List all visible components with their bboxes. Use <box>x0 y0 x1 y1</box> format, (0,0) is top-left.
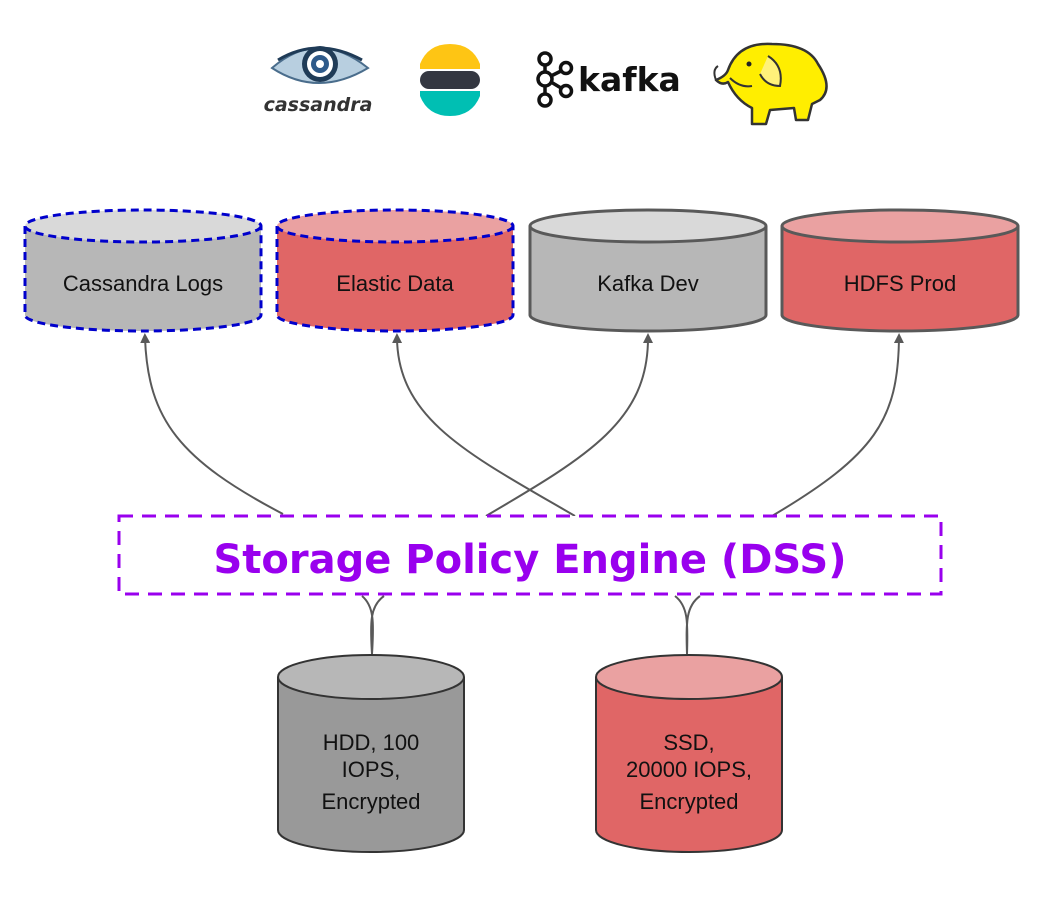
kafka-logo: kafka <box>536 51 681 108</box>
volume-kafka-dev: Kafka Dev <box>528 208 768 333</box>
pool-label-line: SSD, <box>663 730 714 755</box>
pool-label-line: 20000 IOPS, <box>626 757 752 782</box>
pool-ssd: SSD, 20000 IOPS, Encrypted <box>595 654 783 853</box>
volume-label: Kafka Dev <box>597 271 699 296</box>
cassandra-logo: cassandra <box>264 46 373 116</box>
connector-to-hdd-pool <box>361 595 385 655</box>
engine-to-volume-arrows <box>140 333 904 517</box>
arrow-to-elastic-data <box>392 333 576 517</box>
hadoop-logo <box>713 42 828 126</box>
volume-label: HDFS Prod <box>844 271 956 296</box>
volume-elastic-data: Elastic Data <box>275 208 515 333</box>
storage-policy-engine: Storage Policy Engine (DSS) <box>117 514 943 596</box>
volume-cassandra-logs: Cassandra Logs <box>23 208 263 333</box>
elastic-logo <box>420 44 480 116</box>
pool-label-line: HDD, 100 <box>323 730 420 755</box>
elastic-logo-icon <box>420 44 480 69</box>
engine-to-pool-connectors <box>361 595 701 655</box>
volume-label: Cassandra Logs <box>63 271 223 296</box>
arrow-to-kafka-dev <box>485 333 653 517</box>
volume-hdfs-prod: HDFS Prod <box>780 208 1020 333</box>
volume-label: Elastic Data <box>336 271 454 296</box>
pool-hdd: HDD, 100 IOPS, Encrypted <box>277 654 465 853</box>
arrow-to-hdfs-prod <box>771 333 904 517</box>
pool-label-line: Encrypted <box>321 789 420 814</box>
arrow-to-cassandra-logs <box>140 333 284 515</box>
pool-label-line: IOPS, <box>342 757 401 782</box>
pool-label-line: Encrypted <box>639 789 738 814</box>
cassandra-logo-text: cassandra <box>264 94 373 116</box>
kafka-nodes-icon <box>536 51 574 108</box>
connector-to-ssd-pool <box>674 595 701 655</box>
kafka-logo-text: kafka <box>578 60 681 99</box>
engine-label: Storage Policy Engine (DSS) <box>213 537 846 583</box>
hadoop-elephant-icon <box>713 42 828 126</box>
